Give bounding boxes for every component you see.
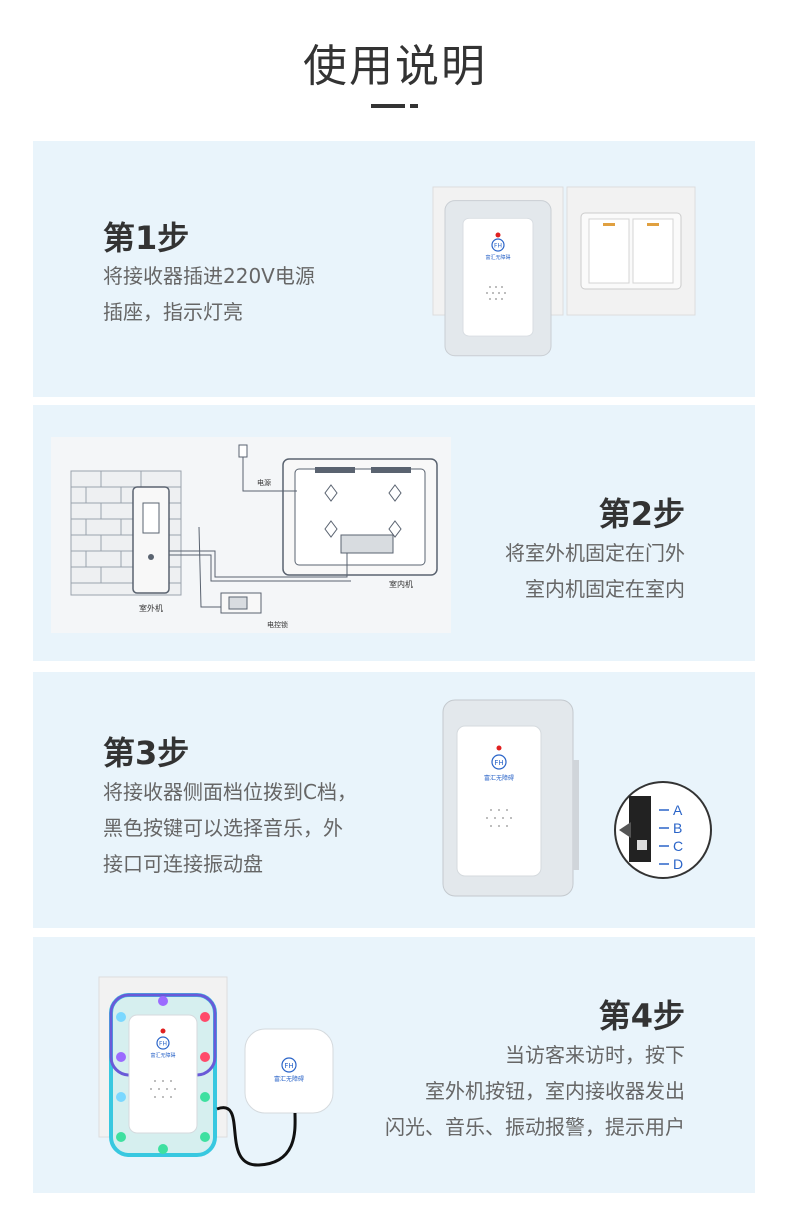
step-3-panel: 第3步 将接收器侧面档位拨到C档， 黑色按键可以选择音乐，外 接口可连接振动盘 … (33, 672, 755, 928)
receiver-side-switch-image: FH 富汇无障碍 A B C D (442, 699, 712, 897)
step-3-line-1: 将接收器侧面档位拨到C档， (103, 780, 357, 804)
switch-toggle (637, 840, 647, 850)
step-4-line-2: 室外机按钮，室内接收器发出 (425, 1079, 685, 1103)
lock-label: 电控锁 (267, 620, 288, 629)
cable (216, 1106, 297, 1167)
title-underline (371, 104, 405, 108)
vibrator-logo: FH (284, 1062, 293, 1070)
step-4-description: 当访客来访时，按下 室外机按钮，室内接收器发出 闪光、音乐、振动报警，提示用户 (385, 1037, 685, 1145)
step-1-line-2: 插座，指示灯亮 (103, 300, 243, 324)
step-1-panel: 第1步 将接收器插进220V电源 插座，指示灯亮 FH 富汇无障碍 (33, 141, 755, 397)
step-1-line-1: 将接收器插进220V电源 (103, 264, 315, 288)
switch-pos-d: D (673, 856, 683, 872)
step-3-line-2: 黑色按键可以选择音乐，外 (103, 816, 343, 840)
outdoor-unit-label: 室外机 (139, 603, 163, 613)
step-3-heading: 第3步 (103, 734, 190, 772)
indoor-unit-label: 室内机 (389, 579, 413, 589)
speaker-holes-icon (486, 286, 506, 300)
receiver-flashing-with-vibrator-image: FH 富汇无障碍 FH 富汇无障碍 (98, 976, 334, 1167)
switch-pos-a: A (673, 802, 683, 818)
receiver-logo-3: FH (494, 759, 503, 767)
receiver-brand-4: 富汇无障碍 (150, 1052, 175, 1059)
power-adapter-icon (238, 444, 248, 458)
switch-pos-c: C (673, 838, 683, 854)
step-2-heading: 第2步 (598, 495, 685, 533)
step-4-panel: FH 富汇无障碍 FH 富汇无障碍 第4步 当访客来访时，按下 室外机按钮，室内… (33, 937, 755, 1193)
vibrator-pad (244, 1028, 334, 1114)
receiver-logo-4: FH (159, 1041, 167, 1048)
step-3-line-3: 接口可连接振动盘 (103, 852, 263, 876)
receiver-logo-1: FH (494, 243, 502, 250)
step-4-line-3: 闪光、音乐、振动报警，提示用户 (385, 1115, 685, 1139)
step-2-panel: 室外机 室内机 电源 电控锁 第2步 将室外机固定在门外 室内机固定在室内 (33, 405, 755, 661)
outdoor-unit (132, 486, 170, 594)
step-2-description: 将室外机固定在门外 室内机固定在室内 (505, 535, 685, 607)
receiver-brand-1: 富汇无障碍 (485, 254, 510, 261)
step-4-line-1: 当访客来访时，按下 (505, 1043, 685, 1067)
step-1-heading: 第1步 (103, 219, 190, 257)
step-4-heading: 第4步 (598, 997, 685, 1035)
step-2-line-2: 室内机固定在室内 (525, 577, 685, 601)
receiver-plugged-image: FH 富汇无障碍 (432, 186, 696, 357)
title-underline-dot (410, 104, 418, 108)
pointer-arrow-icon (619, 822, 631, 838)
installation-diagram: 室外机 室内机 电源 电控锁 (51, 437, 451, 633)
switch-pos-b: B (673, 820, 682, 836)
step-3-description: 将接收器侧面档位拨到C档， 黑色按键可以选择音乐，外 接口可连接振动盘 (103, 774, 357, 882)
speaker-holes-icon (486, 809, 512, 827)
power-label: 电源 (257, 478, 271, 487)
step-2-line-1: 将室外机固定在门外 (505, 541, 685, 565)
receiver-brand-3: 富汇无障碍 (484, 774, 514, 782)
flash-lights (116, 996, 210, 1154)
vibrator-brand: 富汇无障碍 (274, 1075, 304, 1083)
page-title: 使用说明 (303, 41, 487, 92)
speaker-holes-icon (150, 1080, 176, 1098)
step-1-description: 将接收器插进220V电源 插座，指示灯亮 (103, 258, 315, 330)
